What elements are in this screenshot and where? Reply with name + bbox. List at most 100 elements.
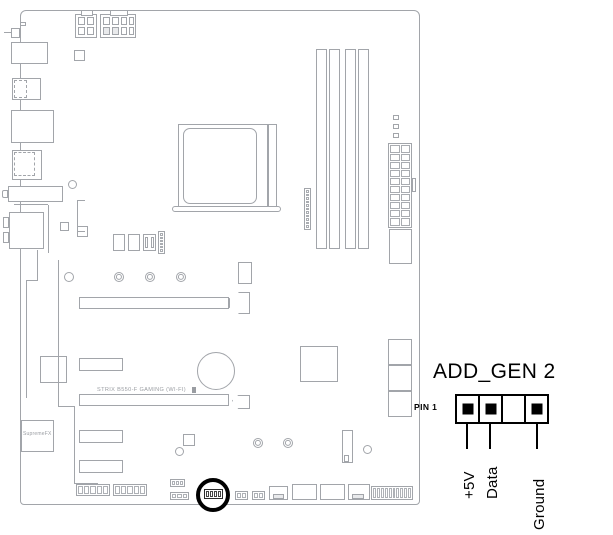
standoff-hole (363, 445, 372, 454)
board-inner-edge (26, 280, 28, 306)
front-panel-header-1 (76, 484, 110, 496)
eps-8pin-latch (110, 10, 128, 16)
addgen2-callout: ADD_GEN 2 PIN 1 +5V Data Ground (414, 352, 613, 535)
chip-pin-comb (158, 231, 165, 254)
m2-slot-2-key (344, 455, 349, 462)
bottom-usb-header-b (292, 484, 317, 500)
sata-port-3 (388, 391, 412, 417)
board-inner-edge (26, 306, 28, 398)
eps-8pin-pad (121, 27, 127, 35)
pcie-slot-x16-1 (79, 297, 229, 309)
pcie-slot-x1-3 (79, 460, 123, 473)
leader-line-pin4 (536, 424, 538, 449)
eps-4pin-pad-b (87, 17, 94, 25)
bracket-t (77, 200, 85, 202)
pin-label-data: Data (484, 466, 501, 500)
cpu-socket-inner (183, 128, 257, 204)
eps-4pin-pad-c (78, 27, 85, 35)
supremefx-audio-shield (21, 420, 54, 452)
bottom-usb-pad-a (273, 494, 284, 499)
eps-4pin-latch (81, 10, 93, 16)
bottom-header-a (235, 491, 248, 500)
eps-8pin-pad (129, 27, 134, 35)
leader-line-pin2 (489, 424, 491, 449)
atx-24pin-connector (388, 143, 412, 228)
io-lead (4, 32, 12, 34)
pcie-retention-clip (238, 262, 252, 284)
qled-indicator (393, 115, 399, 120)
eps-4pin-pad-d (87, 27, 94, 35)
io-port-dashed-2 (14, 152, 35, 176)
io-shield-edge (48, 205, 50, 253)
io-small-pad (20, 22, 26, 26)
eps-8pin-pad (112, 27, 119, 35)
pin1-label: PIN 1 (414, 402, 438, 412)
misc-chip-bottom (183, 434, 195, 446)
io-audio-nub (2, 190, 8, 198)
board-model-silkscreen: STRIX B550-F GAMING (WI-FI) (97, 387, 187, 393)
eps-8pin-pad (103, 27, 110, 35)
io-shield-top (14, 204, 48, 206)
atx-latch (412, 178, 416, 192)
pin-pad-2 (485, 403, 496, 415)
eps-8pin-pad (121, 17, 127, 25)
eps-8pin-pad (103, 17, 110, 25)
usb-2-header-pads (170, 479, 185, 487)
pin-cell-1 (457, 396, 480, 422)
motherboard-illustration: SupremeFX STRIX B550-F GAMING (WI-FI) (0, 0, 430, 535)
pcie-slot-x1-2 (79, 430, 123, 443)
eps-8pin-pad (112, 17, 119, 25)
supremefx-label: SupremeFX (23, 431, 52, 437)
usb3-front-header (389, 229, 412, 264)
vrm-choke-a (74, 50, 85, 61)
connector-pin-frame (455, 394, 549, 424)
audio-separation-trace (58, 406, 74, 408)
qled-indicator (393, 133, 399, 138)
io-lan-nub-b (3, 232, 9, 243)
m2-slot-2 (342, 430, 353, 463)
leader-line-pin1 (466, 424, 468, 449)
bottom-header-b (252, 491, 265, 500)
standoff-hole (114, 272, 124, 282)
sata-port-2 (388, 365, 412, 391)
cpu-socket-side-rail (268, 124, 277, 208)
pcie-slot-x16-2 (79, 394, 229, 406)
audio-separation-trace (58, 260, 60, 406)
io-lan-nub-a (3, 217, 9, 228)
board-inner-edge (37, 250, 39, 280)
io-port-dashed-1 (14, 80, 27, 98)
pin-label-5v: +5V (461, 471, 478, 499)
dimm-slot-b1 (345, 49, 356, 249)
io-audio-jack-row (8, 186, 63, 202)
bottom-usb-pad-d (352, 494, 364, 499)
standoff-hole (176, 272, 186, 282)
standoff-hole (145, 272, 155, 282)
dimm-slot-a1 (316, 49, 327, 249)
dimm-slot-a2 (329, 49, 340, 249)
cmos-battery (197, 352, 235, 390)
audio-separation-trace (74, 483, 98, 485)
standoff-hole (175, 447, 184, 456)
chipset-heatsink (300, 346, 338, 382)
fan-header-comb (304, 188, 311, 230)
pin-label-ground: Ground (531, 478, 548, 530)
standoff-hole (64, 272, 74, 282)
pcie-slot-x1-1 (79, 358, 123, 371)
chip-small-c-pad-l (145, 237, 148, 248)
standoff-hole (283, 438, 293, 448)
front-panel-header-2 (113, 484, 147, 496)
pin-pad-4 (531, 403, 542, 415)
chip-small-c-pad-r (151, 237, 154, 248)
vrm-choke-b (60, 222, 69, 231)
io-port-block-3 (11, 110, 54, 143)
eps-4pin-pad-a (78, 17, 85, 25)
standoff-hole (68, 180, 77, 189)
bottom-usb-header-c (320, 484, 345, 500)
audio-separation-trace (74, 406, 76, 484)
pin-cell-2 (480, 396, 503, 422)
io-lan-usb-block (9, 212, 44, 249)
silkscreen-logo-mark (192, 387, 196, 393)
bottom-pin-comb (371, 486, 413, 500)
callout-title: ADD_GEN 2 (433, 360, 556, 383)
